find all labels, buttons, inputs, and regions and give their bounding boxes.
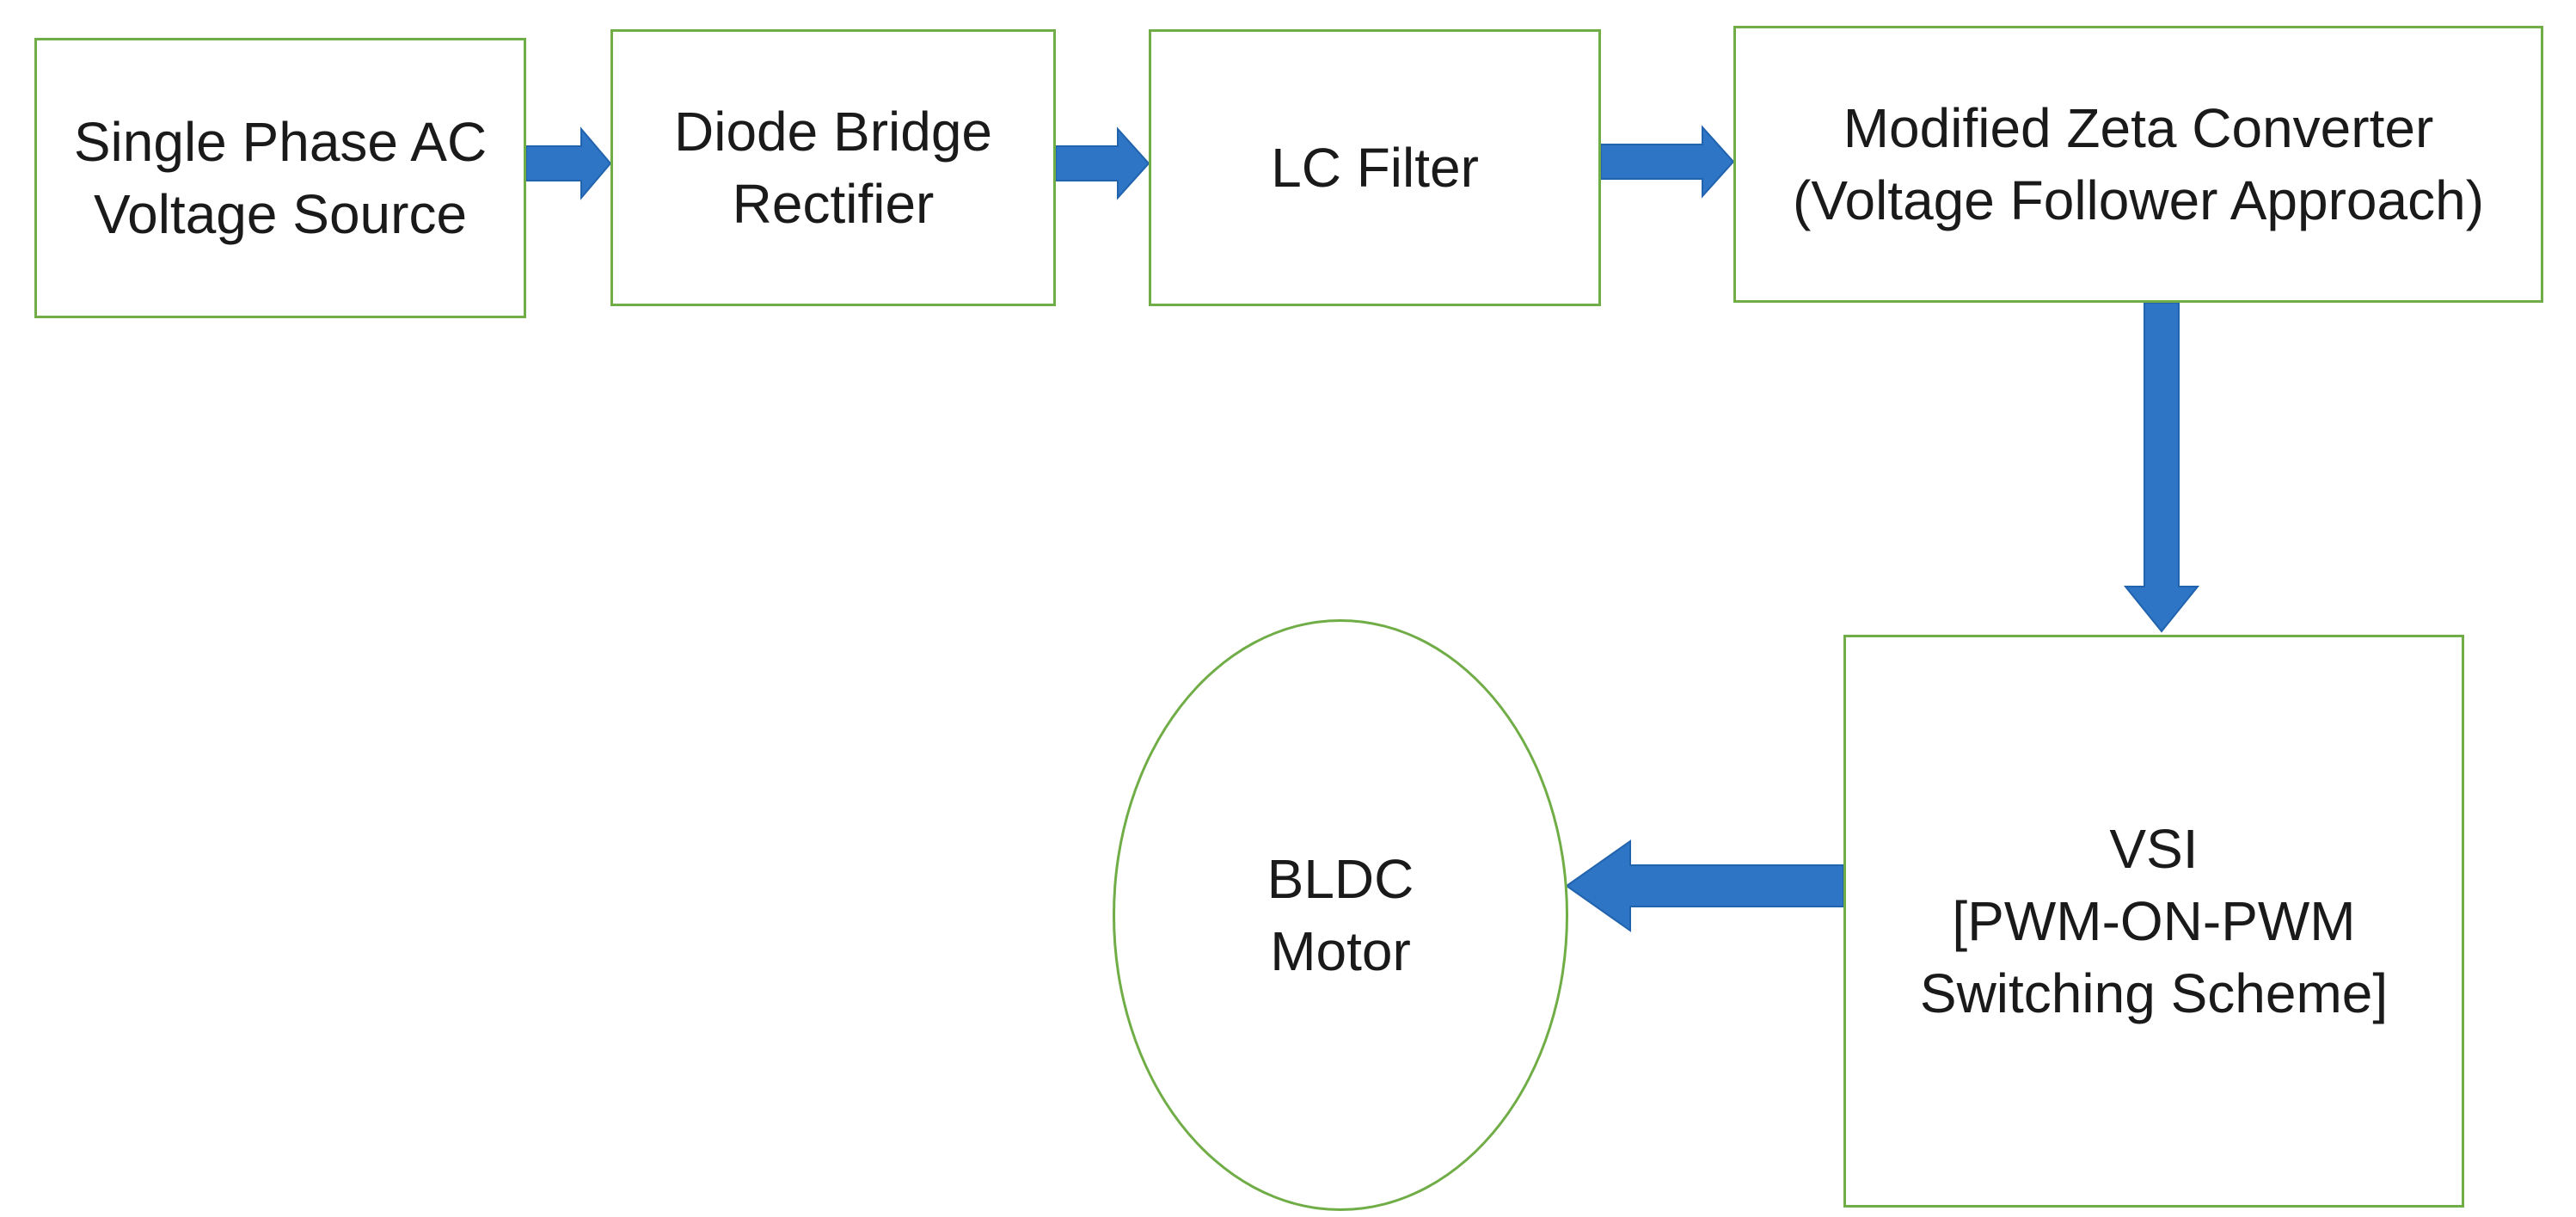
vsi-label-line-2: [PWM-ON-PWM <box>1952 890 2356 952</box>
lc-filter-block: LC Filter <box>1149 29 1601 306</box>
rectifier-label-line-1: Diode Bridge <box>674 101 992 163</box>
vsi-label-line-3: Switching Scheme] <box>1919 962 2389 1024</box>
vsi-block: VSI [PWM-ON-PWM Switching Scheme] <box>1843 635 2464 1208</box>
ac-source-label-line-1: Single Phase AC <box>73 111 488 173</box>
zeta-converter-label-line-1: Modified Zeta Converter <box>1843 97 2434 159</box>
zeta-converter-block: Modified Zeta Converter (Voltage Followe… <box>1733 26 2543 303</box>
zeta-converter-label-line-2: (Voltage Follower Approach) <box>1793 169 2484 231</box>
bldc-motor-label-line-1: BLDC <box>1267 848 1414 910</box>
arrow-rectifier-to-filter <box>1055 126 1150 200</box>
arrow-filter-to-converter <box>1600 125 1735 199</box>
vsi-label-line-1: VSI <box>2109 818 2199 880</box>
arrow-source-to-rectifier <box>525 126 612 200</box>
lc-filter-label: LC Filter <box>1271 137 1479 199</box>
ac-source-label-line-2: Voltage Source <box>93 183 468 245</box>
bldc-motor-block: BLDC Motor <box>1113 619 1568 1211</box>
arrow-vsi-to-motor <box>1565 839 1844 932</box>
rectifier-block: Diode Bridge Rectifier <box>610 29 1056 306</box>
rectifier-label-line-2: Rectifier <box>732 173 935 235</box>
arrow-converter-to-vsi <box>2123 302 2200 633</box>
bldc-motor-label-line-2: Motor <box>1270 920 1411 982</box>
ac-source-block: Single Phase AC Voltage Source <box>34 38 526 318</box>
